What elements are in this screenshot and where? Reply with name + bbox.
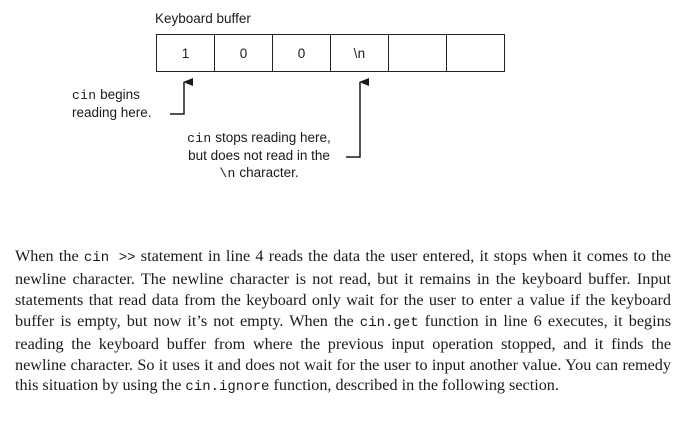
cin-code: cin [72,88,97,103]
buffer-cell: 1 [157,35,215,71]
keyboard-buffer: 1 0 0 \n [156,34,505,72]
figure-arrows [170,78,369,158]
cin-begins-line1: cin begins [72,87,140,103]
buffer-cell: \n [331,35,389,71]
stop-arrow [346,78,369,158]
cin-code: cin [187,131,212,146]
buffer-cell: 0 [273,35,331,71]
code-cin-ignore: cin.ignore [185,379,270,396]
cin-begins-label: cin begins reading here. [72,86,152,121]
keyboard-buffer-figure: Keyboard buffer 1 0 0 \n cin begins read… [0,0,685,200]
buffer-title: Keyboard buffer [155,11,251,26]
body-paragraph: When the cin >> statement in line 4 read… [15,247,671,396]
begin-arrow [170,78,193,115]
newline-code: \n [219,166,236,181]
cin-begins-line2: reading here. [72,105,152,120]
cin-stops-line3: \n character. [219,165,299,181]
cin-stops-line2: but does not read in the [188,148,330,163]
cin-stops-label: cin stops reading here, but does not rea… [170,129,348,182]
buffer-cell [389,35,447,71]
buffer-cell [447,35,505,71]
code-cin-extract: cin >> [83,250,136,266]
cin-stops-line1: cin stops reading here, [187,130,331,146]
buffer-cell: 0 [215,35,273,71]
code-cin-get: cin.get [359,314,419,331]
